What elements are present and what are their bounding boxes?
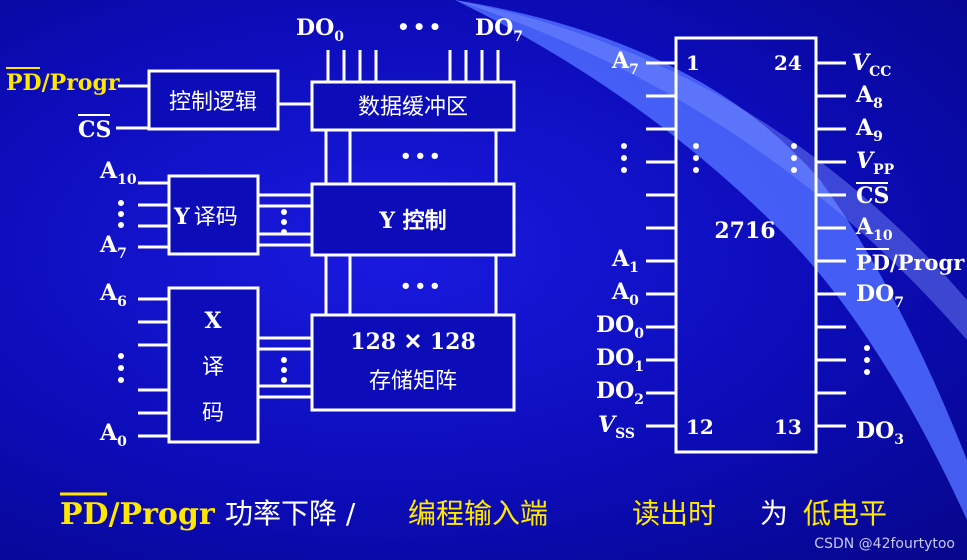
a0-left-label: A0 xyxy=(99,420,127,450)
pin-vss-label: VSS xyxy=(598,412,635,442)
data-buffer-box xyxy=(310,80,516,132)
a10-left-label: A10 xyxy=(99,158,137,188)
internal-rails xyxy=(324,130,498,315)
chip-name: 2716 xyxy=(714,218,775,244)
x-decoder-label-ma: 码 xyxy=(202,401,224,426)
pin-a10-label: A10 xyxy=(855,214,893,244)
x-decoder-to-matrix-wires xyxy=(258,336,312,399)
chip-2716-body xyxy=(674,36,818,454)
pd-progr-input-label: PD/Progr xyxy=(6,70,120,96)
pin-a1-label: A1 xyxy=(611,246,639,276)
do7-label: DO7 xyxy=(475,15,523,45)
pin-a7-label: A7 xyxy=(611,48,639,78)
cs-input-label: CS xyxy=(78,117,111,143)
storage-matrix-box xyxy=(310,313,516,412)
chip-left-outside-dots xyxy=(621,143,627,173)
pin-do3-label: DO3 xyxy=(856,418,904,448)
y-decoder-input-wires xyxy=(138,181,169,249)
y-control-box xyxy=(310,182,516,257)
pin-a8-label: A8 xyxy=(855,82,883,112)
data-buffer-label: 数据缓冲区 xyxy=(358,95,468,120)
chip-inner-right-dots xyxy=(791,143,797,173)
watermark: CSDN @42fourtytoo xyxy=(814,536,955,552)
x-decoder-box xyxy=(167,286,260,444)
pin-a0-label: A0 xyxy=(611,279,639,309)
caption-prog-input: 编程输入端 xyxy=(408,497,548,530)
matrix-label: 存储矩阵 xyxy=(369,369,457,394)
pin-do1-label: DO1 xyxy=(596,345,644,375)
pin-1-number: 1 xyxy=(686,51,700,75)
pin-13-number: 13 xyxy=(774,415,802,439)
control-logic-label: 控制逻辑 xyxy=(169,90,257,115)
x-decoder-input-wires xyxy=(138,297,169,438)
pin-12-number: 12 xyxy=(686,415,714,439)
x-bus-dots xyxy=(281,357,287,383)
pin-pd-progr-label: PD/Progr xyxy=(856,250,965,275)
do-bus-lines xyxy=(326,50,500,82)
pin-do2-label: DO2 xyxy=(596,378,644,408)
rail-ellipsis-bottom: ••• xyxy=(400,276,444,297)
chip-inner-left-dots xyxy=(693,143,699,173)
y-control-label: Y 控制 xyxy=(378,208,446,234)
y-input-vertical-dots xyxy=(118,200,124,228)
pin-vcc-label: VCC xyxy=(852,50,891,80)
chip-right-outside-dots xyxy=(864,345,870,375)
caption-low-level: 低电平 xyxy=(803,497,887,530)
caption-pd-progr: PD/Progr xyxy=(60,497,216,532)
caption-as: 为 xyxy=(760,497,788,530)
pin-do0-label: DO0 xyxy=(596,312,644,342)
y-decoder-box xyxy=(167,174,260,256)
chip-left-pin-stubs xyxy=(646,61,676,428)
do-ellipsis: ••• xyxy=(397,15,444,39)
y-bus-dots xyxy=(281,209,287,235)
rail-ellipsis-top: ••• xyxy=(400,146,444,167)
caption-read: 读出时 xyxy=(632,497,716,530)
pin-24-number: 24 xyxy=(774,51,802,75)
matrix-size-label: 128 ✕ 128 xyxy=(350,329,476,355)
do0-label: DO0 xyxy=(296,15,344,45)
a6-left-label: A6 xyxy=(99,280,127,310)
x-decoder-label-yi: 译 xyxy=(202,355,224,380)
pin-vpp-label: VPP xyxy=(856,148,895,178)
x-decoder-label-x: X xyxy=(204,308,222,334)
light-beam xyxy=(455,0,967,520)
control-logic-box xyxy=(147,69,280,131)
pin-do7-label: DO7 xyxy=(856,281,904,311)
pin-cs-label: CS xyxy=(856,183,889,209)
pin-a9-label: A9 xyxy=(855,115,883,145)
x-input-vertical-dots xyxy=(118,353,124,383)
a7-left-label: A7 xyxy=(99,232,127,262)
caption-function: 功率下降 / xyxy=(225,497,356,530)
chip-right-pin-stubs xyxy=(816,61,846,428)
